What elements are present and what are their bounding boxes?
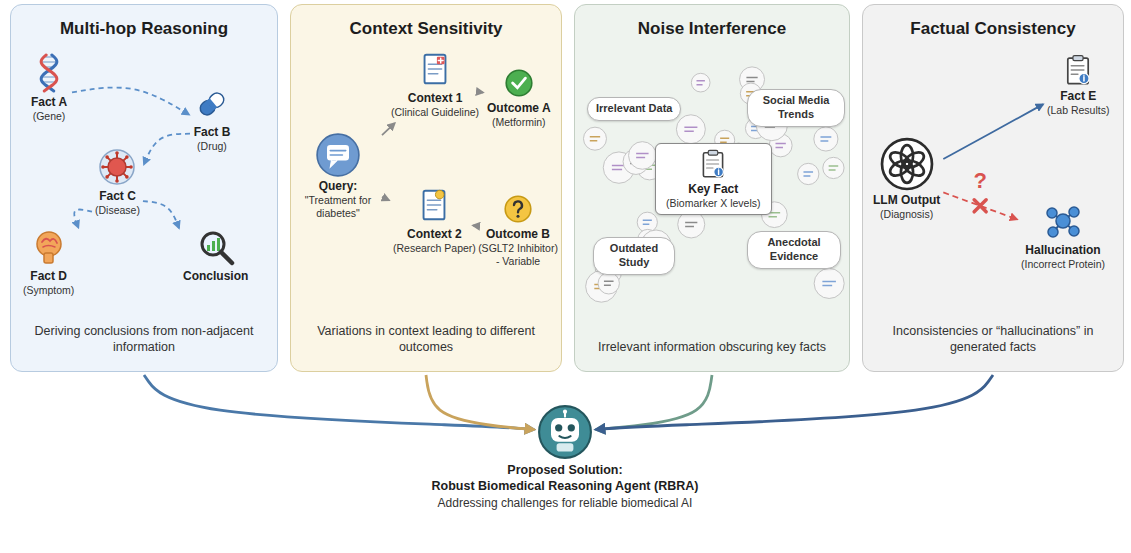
key-fact-box: Key Fact(Biomarker X levels) [655, 143, 772, 215]
fact-node: Fact A(Gene) [29, 53, 69, 123]
panel-caption: Irrelevant information obscuring key fac… [598, 339, 826, 355]
panel: Factual ConsistencyInconsistencies or “h… [862, 4, 1124, 372]
qmark-icon [502, 193, 534, 225]
node-title: Fact C [95, 189, 140, 204]
node-subtitle: (Incorrect Protein) [1021, 258, 1105, 271]
solution-name: Robust Biomedical Reasoning Agent (RBRA) [432, 478, 699, 494]
node-title: Context 2 [393, 227, 476, 242]
dna-icon [29, 53, 69, 93]
outcome-node: Outcome B(SGLT2 Inhibitor) - Variable [477, 193, 559, 268]
head-icon [29, 227, 69, 267]
connector-arrow [481, 91, 484, 93]
node-subtitle: (Clinical Guideline) [391, 106, 479, 119]
node-title: Outcome A [487, 101, 551, 116]
node-title: LLM Output [873, 193, 940, 208]
flow-arrow [144, 375, 534, 430]
node-subtitle: (SGLT2 Inhibitor) - Variable [477, 242, 559, 268]
solution-node: Proposed Solution:Robust Biomedical Reas… [432, 404, 699, 511]
solution-caption: Addressing challenges for reliable biome… [432, 495, 699, 512]
flow-arrow [596, 375, 993, 430]
context-node: Context 2(Research Paper) [393, 187, 476, 255]
panel-heading: Noise Interference [638, 19, 786, 39]
connector-arrow [144, 134, 190, 165]
node-subtitle: (Drug) [193, 140, 231, 153]
outcome-node: Outcome A(Metformin) [487, 67, 551, 129]
fact-node: Fact B(Drug) [193, 85, 231, 153]
panel-caption: Variations in context leading to differe… [301, 323, 551, 356]
pill-icon [193, 85, 231, 123]
node-subtitle: (Research Paper) [393, 242, 476, 255]
connector-arrow [74, 210, 92, 228]
edge-label: ? [970, 170, 989, 192]
connector-arrow [943, 192, 1017, 219]
flow-arrow [596, 375, 712, 430]
fact-node: Fact C(Disease) [95, 147, 140, 217]
node-subtitle: (Biomarker X levels) [666, 197, 761, 210]
noise-bubble: Irrelevant Data [587, 97, 681, 121]
panel-heading: Multi-hop Reasoning [60, 19, 228, 39]
node-title: Query: [297, 179, 379, 194]
panel-heading: Factual Consistency [910, 19, 1075, 39]
panel-caption: Inconsistencies or “hallucinations” in g… [873, 323, 1113, 356]
chat-icon [316, 133, 360, 177]
node-subtitle: (Lab Results) [1047, 104, 1109, 117]
cross-mark [974, 200, 986, 212]
check-icon [503, 67, 535, 99]
fact-node: Fact D(Symptom) [23, 227, 74, 297]
noise-bubble: Social Media Trends [747, 89, 845, 127]
panel: Noise InterferenceIrrelevant information… [574, 4, 850, 372]
bubble-text: Anecdotal Evidence [756, 236, 832, 264]
noise-bubble: Outdated Study [593, 237, 675, 275]
node-title: Fact A [29, 95, 69, 110]
doc2-icon [415, 187, 453, 225]
connector-arrow [72, 88, 189, 115]
noise-bubble: Anecdotal Evidence [747, 231, 841, 269]
connector-arrow [382, 123, 395, 135]
virus-icon [97, 147, 137, 187]
fact-node: Fact E(Lab Results) [1047, 53, 1109, 117]
mag-icon [196, 227, 236, 267]
connector-arrow [473, 225, 479, 227]
panel-heading: Context Sensitivity [349, 19, 502, 39]
node-subtitle: "Treatment for diabetes" [297, 194, 379, 220]
node-title: Hallucination [1021, 243, 1105, 258]
node-title: Fact D [23, 269, 74, 284]
robot-icon [537, 404, 593, 460]
connector-arrow [382, 197, 389, 200]
panel: Multi-hop ReasoningDeriving conclusions … [10, 4, 278, 372]
llm-icon [880, 137, 934, 191]
bubble-text: Irrelevant Data [596, 102, 672, 116]
solution-heading: Proposed Solution: [432, 462, 699, 478]
node-title: Fact E [1047, 89, 1109, 104]
panel: Context SensitivityVariations in context… [290, 4, 562, 372]
doc1-icon [416, 51, 454, 89]
bubble-text: Social Media Trends [756, 94, 836, 122]
connector-arrow [143, 201, 179, 228]
node-subtitle: (Diagnosis) [873, 208, 940, 221]
conclusion-node: Conclusion [183, 227, 248, 284]
query-node: Query:"Treatment for diabetes" [297, 133, 379, 220]
node-title: Context 1 [391, 91, 479, 106]
connector-arrow [943, 104, 1043, 159]
node-subtitle: (Gene) [29, 110, 69, 123]
bubble-text: Outdated Study [602, 242, 666, 270]
node-title: Outcome B [477, 227, 559, 242]
flow-arrow [426, 375, 534, 430]
node-title: Fact B [193, 125, 231, 140]
node-subtitle: (Metformin) [487, 116, 551, 129]
panel-caption: Deriving conclusions from non-adjacent i… [21, 323, 267, 356]
node-title: Key Fact [666, 182, 761, 197]
mol-icon [1043, 201, 1083, 241]
context-node: Context 1(Clinical Guideline) [391, 51, 479, 119]
clip-icon [697, 148, 729, 180]
llm-node: LLM Output(Diagnosis) [873, 137, 940, 221]
node-subtitle: (Symptom) [23, 284, 74, 297]
node-title: Conclusion [183, 269, 248, 284]
clip-icon [1061, 53, 1095, 87]
hallucination-node: Hallucination(Incorrect Protein) [1021, 201, 1105, 271]
node-subtitle: (Disease) [95, 204, 140, 217]
